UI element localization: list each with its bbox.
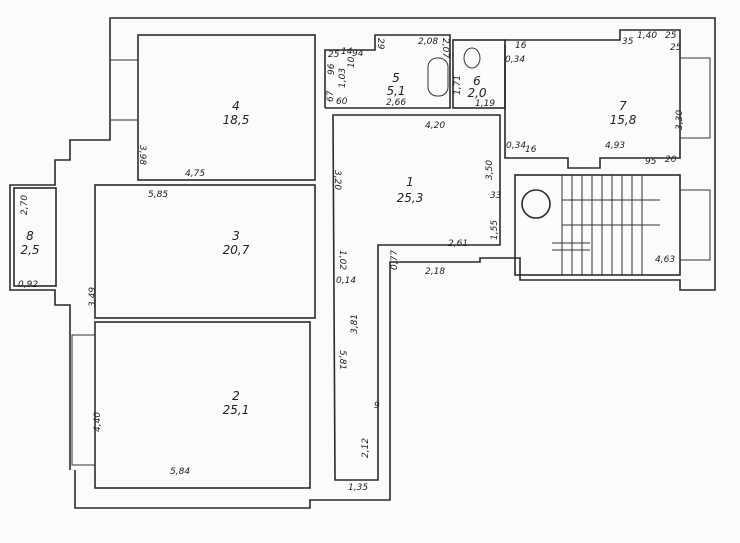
dim: 3,81 xyxy=(350,314,360,334)
dim: 3,50 xyxy=(485,160,495,180)
dim: 25 xyxy=(665,31,677,41)
dim: 95 xyxy=(645,157,657,167)
dim: 4,63 xyxy=(655,255,675,265)
bathtub-icon xyxy=(427,57,449,97)
room-labels: 4 18,5 3 20,7 2 25,1 1 25,3 5 5,1 6 2,0 … xyxy=(20,71,636,417)
room-2-area: 25,1 xyxy=(223,403,250,417)
room-7-area: 15,8 xyxy=(610,113,637,127)
room-1-number: 1 xyxy=(406,175,414,189)
stairs xyxy=(552,175,660,275)
dim: 4,20 xyxy=(425,121,445,131)
dim: 1,03 xyxy=(338,68,348,88)
dim: 1,40 xyxy=(637,31,657,41)
room-1-area: 25,3 xyxy=(397,191,424,205)
dim: 0,77 xyxy=(390,250,400,270)
room-5-outline xyxy=(324,34,451,109)
dim: 10 xyxy=(347,56,357,68)
dim: 2,70 xyxy=(20,195,30,215)
dim: 29 xyxy=(375,38,385,50)
room-6-number: 6 xyxy=(473,74,481,88)
dim: 4,75 xyxy=(185,169,205,179)
dim: 1,55 xyxy=(490,220,500,240)
room-7-outline xyxy=(504,29,681,169)
room-4-outline xyxy=(137,34,316,181)
room-4-number: 4 xyxy=(232,99,240,113)
dim: 5,84 xyxy=(170,467,190,477)
dim: 0,34 xyxy=(506,141,526,151)
room-3-area: 20,7 xyxy=(223,243,250,257)
dim: 14 xyxy=(341,47,353,57)
dim: 16 xyxy=(525,145,537,155)
dim: 5,81 xyxy=(337,350,347,370)
room-2-outline xyxy=(94,321,311,489)
room-5-area: 5,1 xyxy=(386,84,405,98)
dim: 25 xyxy=(670,43,682,53)
dim: 25 xyxy=(328,50,340,60)
dim: 2,08 xyxy=(418,37,438,47)
room-5-number: 5 xyxy=(392,71,400,85)
dim: 4,93 xyxy=(605,141,625,151)
dim: 94 xyxy=(352,49,364,59)
dim: 67 xyxy=(326,90,336,102)
dim: 1,19 xyxy=(475,99,495,109)
dim: 9 xyxy=(374,401,380,411)
dim: 33 xyxy=(490,191,502,201)
room-7-number: 7 xyxy=(619,99,627,113)
dim: 4,40 xyxy=(93,412,103,432)
exterior-walls xyxy=(9,17,716,509)
dim: 3,98 xyxy=(137,145,147,165)
dim: 0,92 xyxy=(18,280,38,290)
dim: 1,02 xyxy=(337,250,347,270)
dim: 2,18 xyxy=(425,267,445,277)
dim: 2,07 xyxy=(440,38,450,58)
dim: 2,61 xyxy=(448,239,468,249)
dim: 96 xyxy=(327,63,337,75)
room-6-area: 2,0 xyxy=(467,86,486,100)
room-1-outline xyxy=(332,114,501,481)
toilet-icon xyxy=(463,47,481,69)
room-4-area: 18,5 xyxy=(223,113,250,127)
dim: 5,85 xyxy=(148,190,168,200)
dimension-labels: 3,98 4,75 5,85 3,49 4,40 5,84 5,81 3,81 … xyxy=(18,31,685,493)
windows xyxy=(71,57,711,466)
chimney-circle xyxy=(521,189,551,219)
dim: 0,14 xyxy=(336,276,356,286)
room-8-outline xyxy=(13,187,57,287)
dim: 2,66 xyxy=(386,98,406,108)
dim: 1,71 xyxy=(453,75,463,95)
room-8-area: 2,5 xyxy=(20,243,39,257)
dim: 0,34 xyxy=(505,55,525,65)
dim: 20 xyxy=(665,155,677,165)
room-2-number: 2 xyxy=(232,389,240,403)
dim: 1,35 xyxy=(348,483,368,493)
dim: 3,20 xyxy=(332,170,342,190)
dim: 2,12 xyxy=(361,438,371,458)
dim: 3,49 xyxy=(88,287,98,307)
dim: 16 xyxy=(515,41,527,51)
dim: 3,30 xyxy=(675,110,685,130)
room-8-number: 8 xyxy=(26,229,34,243)
dim: 35 xyxy=(622,37,634,47)
room-3-number: 3 xyxy=(232,229,240,243)
dim: 60 xyxy=(336,97,348,107)
room-3-outline xyxy=(94,184,316,319)
